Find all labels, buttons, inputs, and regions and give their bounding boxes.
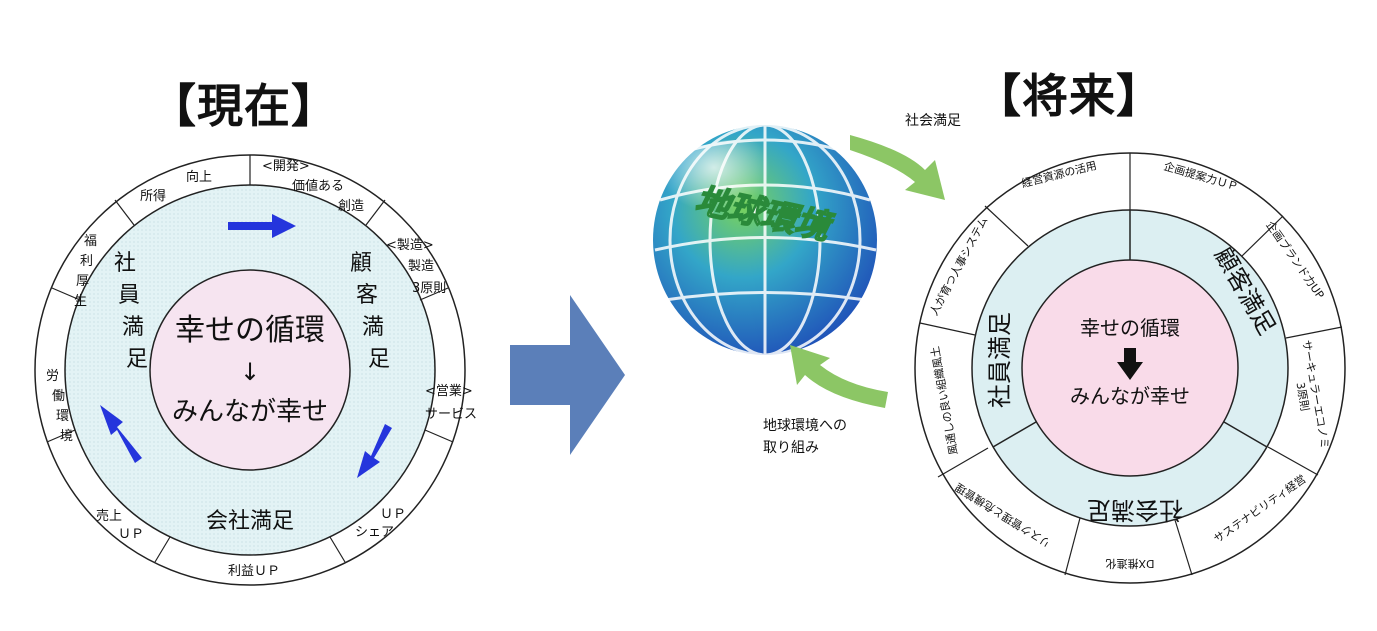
current-cycle-arrows [100,214,392,478]
future-society-label: 社会満足 [1087,496,1183,524]
label-revenue-up: ＵＰ [118,527,144,542]
current-employee-label: 社員満足 [114,251,148,372]
label-share: シェア [355,525,394,540]
label-mfg-head: <製造> [386,238,434,253]
current-center-top: 幸せの循環 [175,313,325,348]
arrow-efforts [790,345,888,408]
globe-social-satisfaction: 社会満足 [905,113,961,129]
future-middle-dividers [992,210,1268,448]
current-heading: 【現在】 [150,79,338,133]
globe-efforts-line2: 取り組み [763,440,819,456]
label-welfare: 福利厚生 [74,234,97,309]
label-income: 所得 [140,188,166,204]
cycle-arrow-left [100,405,142,463]
transition-arrow [510,295,625,455]
arrow-to-society [850,135,945,200]
label-dev-2: 創造 [338,199,364,214]
globe-shine [665,140,805,250]
label-mfg-1: 製造 [408,259,434,274]
label-dev-head: <開発> [262,159,310,174]
label-dx: DX推進化 [1105,557,1154,571]
label-improve: 向上 [186,169,212,185]
label-profit: 利益ＵＰ [228,564,280,579]
current-outer-dividers [46,155,454,563]
cycle-arrow-right [357,424,392,478]
current-customer-label: 顧客満足 [350,251,390,372]
future-heading: 【将来】 [975,69,1163,123]
current-center-circle [149,269,351,471]
future-outer-dividers [919,153,1343,576]
current-outer-labels: 所得 向上 <開発> 価値ある 創造 <製造> 製造 3原則 <営業> サービス… [46,159,477,579]
current-company-label: 会社満足 [206,509,294,534]
label-share-up: ＵＰ [380,507,406,522]
future-employee-label: 社員満足 [986,312,1014,408]
current-wheel: 幸せの循環 ↓ みんなが幸せ 社員満足 顧客満足 会社満足 所得 向上 <開発>… [34,154,477,586]
globe-efforts-line1: 地球環境への [763,418,847,434]
label-labor: 労働環境 [46,369,73,444]
label-revenue: 売上 [96,508,122,524]
label-dev-1: 価値ある [292,178,344,194]
cycle-arrow-top [228,214,296,238]
label-sales-1: サービス [425,407,477,422]
current-center-bottom: みんなが幸せ [172,397,328,427]
label-mfg-2: 3原則 [412,281,446,296]
future-center-top: 幸せの循環 [1080,316,1180,340]
svg-text:顧客満足: 顧客満足 [350,251,390,372]
label-sales-head: <営業> [425,383,473,399]
globe-group: 地球環境 社会満足 地球環境への 取り組み [653,113,961,456]
future-wheel: 幸せの循環 みんなが幸せ 社員満足 顧客満足 社会満足 経営資源の活用 企画提案… [914,152,1346,584]
future-center-bottom: みんなが幸せ [1070,384,1190,408]
future-center-arrow [1117,348,1143,380]
svg-text:社員満足: 社員満足 [114,251,148,372]
current-center-arrow: ↓ [240,358,260,386]
